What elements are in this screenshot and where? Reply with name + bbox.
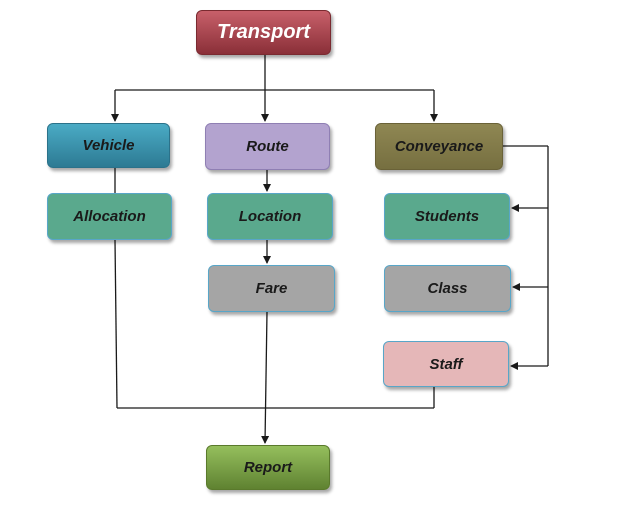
allocation-node: Allocation — [47, 193, 172, 240]
route-label: Route — [246, 138, 289, 155]
vehicle-node: Vehicle — [47, 123, 170, 168]
report-node: Report — [206, 445, 330, 490]
students-node: Students — [384, 193, 510, 240]
report-label: Report — [243, 459, 293, 476]
staff-label: Staff — [429, 355, 463, 373]
conveyance-label: Conveyance — [394, 138, 484, 155]
staff-node: Staff — [383, 341, 509, 387]
connector-fare-report — [261, 311, 270, 444]
class-label: Class — [427, 280, 468, 297]
fare-label: Fare — [255, 280, 288, 297]
connector-allocation-down — [114, 239, 118, 409]
class-node: Class — [384, 265, 511, 312]
location-label: Location — [238, 208, 302, 225]
allocation-label: Allocation — [73, 208, 146, 225]
route-node: Route — [205, 123, 330, 170]
students-label: Students — [414, 208, 480, 225]
transport-label: Transport — [217, 21, 310, 43]
fare-node: Fare — [208, 265, 335, 312]
vehicle-label: Vehicle — [82, 137, 135, 154]
conveyance-node: Conveyance — [375, 123, 503, 170]
transport-node: Transport — [196, 10, 331, 55]
location-node: Location — [207, 193, 333, 240]
